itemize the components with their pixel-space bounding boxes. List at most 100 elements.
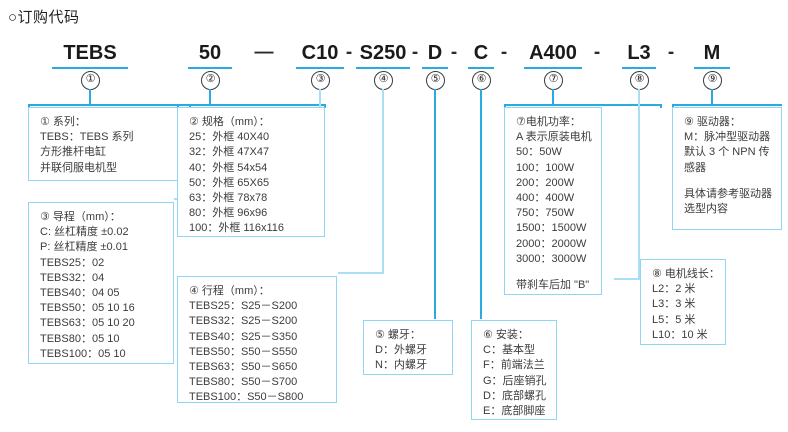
info-box-3-line-8: TEBS63：05 10 20 [40,317,135,330]
code-separator-7: - [667,42,675,63]
info-box-8-line-4: L5：5 米 [652,313,696,326]
index-circle-1: ① [81,71,100,90]
info-box-3-line-1: ③ 导程（mm）： [40,211,121,223]
code-token-5: D [422,40,448,69]
code-token-4-text: S250 [359,42,407,64]
info-box-5: ⑤ 螺牙： D：外螺牙 N：内螺牙 [363,320,453,375]
code-token-3-underline [296,67,344,69]
index-circle-9: ⑨ [703,71,722,90]
code-token-2: 50 [188,40,232,69]
info-box-9-line-7: 选型内容 [684,203,728,216]
info-box-9-line-1: ⑨ 驱动器： [684,116,741,128]
info-box-6-line-4: G：后座销孔 [483,374,547,387]
connector-7-right-drop [660,104,662,108]
info-box-3-line-10: TEBS100：05 10 [40,347,126,360]
info-box-2-line-2: 25：外框 40X40 [189,131,270,144]
info-box-4-line-6: TEBS63：S50－S650 [189,361,298,374]
connector-7-stem [552,89,554,105]
info-box-2-line-6: 63：外框 78x78 [189,192,268,205]
connector-9-bar [672,104,782,106]
info-box-4-line-8: TEBS100：S50－S800 [189,391,304,404]
index-circle-5: ⑤ [426,71,445,90]
info-box-8-line-3: L3：3 米 [652,298,696,311]
info-box-7-line-11 [516,267,592,278]
info-box-2-line-1: ② 规格（mm）： [189,116,270,128]
info-box-9-line-5 [684,176,772,187]
code-token-7-text: A400 [529,42,577,64]
code-token-9-text: M [703,42,721,64]
info-box-3-line-7: TEBS50：05 10 16 [40,302,135,315]
info-box-9-line-6: 具体请参考驱动器 [684,187,772,200]
code-token-8: L3 [622,40,656,69]
info-box-3-line-2: C: 丝杠精度 ±0.02 [40,226,129,239]
connector-6-stem [480,89,482,319]
code-token-6-text: C [473,42,489,64]
code-token-1: TEBS [52,40,128,69]
connector-9-stem [711,89,713,105]
index-circle-3: ③ [311,71,330,90]
code-token-1-underline [52,67,128,69]
code-token-2-underline [188,67,232,69]
code-token-2-text: 50 [198,42,222,64]
info-box-1-line-4: 并联伺服电机型 [40,161,117,174]
index-circle-6: ⑥ [472,71,491,90]
info-box-4-line-4: TEBS40：S25－S350 [189,330,298,343]
index-circle-8: ⑧ [630,71,649,90]
info-box-6: ⑥ 安装： C：基本型 F：前端法兰 G：后座销孔 D：底部螺孔 E：底部脚座 [471,320,557,420]
connector-9-left-drop [672,104,674,108]
info-box-4-line-2: TEBS25：S25－S200 [189,300,298,313]
info-box-6-line-5: D：底部螺孔 [483,389,546,402]
code-token-3-text: C10 [301,42,339,64]
connector-5-stem [434,89,436,319]
code-separator-6: - [593,42,601,63]
info-box-3-line-4: TEBS25：02 [40,256,105,269]
info-box-7-line-12: 带刹车后加 "B" [516,279,590,292]
code-token-7: A400 [524,40,582,69]
code-token-1-text: TEBS [63,42,117,64]
info-box-3-line-9: TEBS80：05 10 [40,332,120,345]
info-box-2-line-4: 40：外框 54x54 [189,161,268,174]
info-box-9-line-2: M：脉冲型驱动器 [684,131,771,144]
info-box-9: ⑨ 驱动器： M：脉冲型驱动器 默认 3 个 NPN 传 感器 具体请参考驱动器… [672,107,782,230]
code-token-4: S250 [356,40,410,69]
info-box-7-line-4: 100：100W [516,161,575,174]
info-box-9-line-4: 感器 [684,161,706,174]
code-separator-1: — [254,42,274,63]
info-box-4-line-1: ④ 行程（mm）： [189,285,270,297]
info-box-7-line-8: 1500：1500W [516,222,587,235]
info-box-1-line-2: TEBS：TEBS 系列 [40,131,134,144]
info-box-7-line-5: 200：200W [516,176,575,189]
connector-1-stem [89,89,91,105]
info-box-2: ② 规格（mm）： 25：外框 40X40 32：外框 47X47 40：外框 … [177,107,325,237]
info-box-2-line-3: 32：外框 47X47 [189,146,270,159]
info-box-8-line-1: ⑧ 电机线长： [652,268,720,280]
code-token-7-underline [524,67,582,69]
info-box-3-line-3: P: 丝杠精度 ±0.01 [40,241,128,254]
info-box-4-line-5: TEBS50：S50－S550 [189,345,298,358]
info-box-5-line-3: N：内螺牙 [375,359,427,372]
info-box-6-line-6: E：底部脚座 [483,405,546,418]
code-separator-5: - [500,42,508,63]
info-box-8-line-5: L10：10 米 [652,328,708,341]
info-box-7-line-2: A 表示原装电机 [516,131,592,144]
info-box-4-line-3: TEBS32：S25－S200 [189,315,298,328]
connector-4-bar [338,272,384,274]
info-box-6-line-3: F：前端法兰 [483,359,545,372]
index-circle-4: ④ [374,71,393,90]
info-box-5-line-2: D：外螺牙 [375,344,427,357]
info-box-2-line-5: 50：外框 65X65 [189,176,270,189]
connector-1-left-drop [28,104,30,108]
connector-1-right-drop [189,104,191,108]
connector-7-bar [504,104,662,106]
info-box-2-line-7: 80：外框 96x96 [189,207,268,220]
info-box-9-line-3: 默认 3 个 NPN 传 [684,146,770,159]
info-box-6-line-2: C：基本型 [483,344,535,357]
code-token-5-underline [422,67,448,69]
info-box-6-line-1: ⑥ 安装： [483,329,529,341]
connector-4-stem [382,89,384,273]
connector-2-stem [209,89,211,105]
code-token-5-text: D [427,42,443,64]
info-box-7-line-1: ⑦电机功率： [516,116,581,128]
index-circle-2: ② [201,71,220,90]
